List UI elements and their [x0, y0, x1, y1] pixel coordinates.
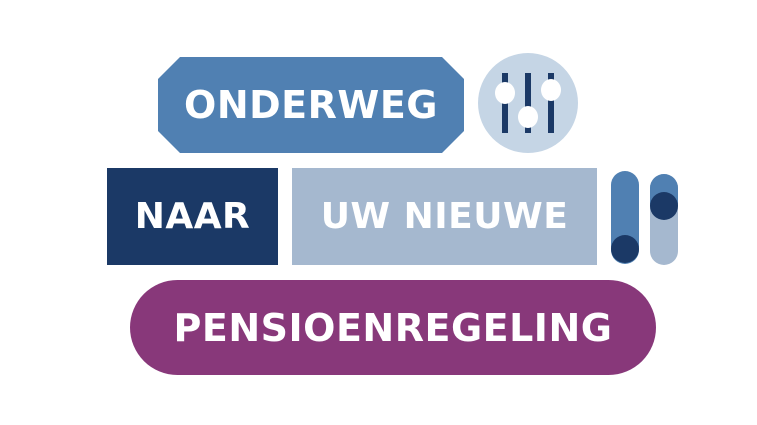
onderweg-text: ONDERWEG [184, 83, 438, 127]
onderweg-badge: ONDERWEG [158, 57, 464, 153]
sliders-icon [478, 53, 578, 153]
toggle-switches-icon [611, 171, 678, 265]
uw-nieuwe-block: UW NIEUWE [292, 168, 597, 265]
naar-block: NAAR [107, 168, 278, 265]
pensioenregeling-text: PENSIOENREGELING [173, 305, 613, 350]
uw-nieuwe-text: UW NIEUWE [320, 196, 569, 237]
pensioenregeling-pill: PENSIOENREGELING [130, 280, 656, 375]
naar-text: NAAR [134, 196, 251, 237]
